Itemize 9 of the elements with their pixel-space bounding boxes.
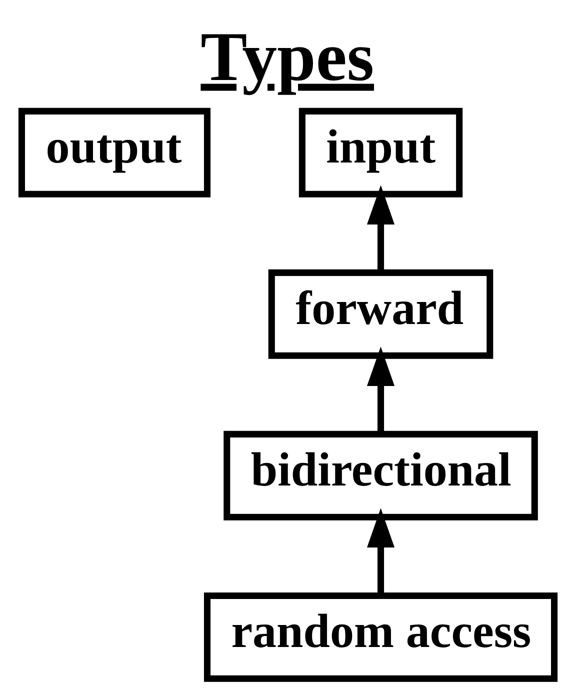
node-box: input bbox=[298, 108, 463, 198]
arrow bbox=[366, 346, 395, 434]
node-box: bidirectional bbox=[224, 430, 538, 520]
node-box: forward bbox=[268, 269, 494, 359]
diagram-title: Types bbox=[200, 18, 374, 96]
node-box: output bbox=[18, 108, 211, 198]
node-box: random access bbox=[204, 592, 558, 682]
arrow bbox=[366, 185, 395, 272]
arrow bbox=[366, 508, 395, 596]
